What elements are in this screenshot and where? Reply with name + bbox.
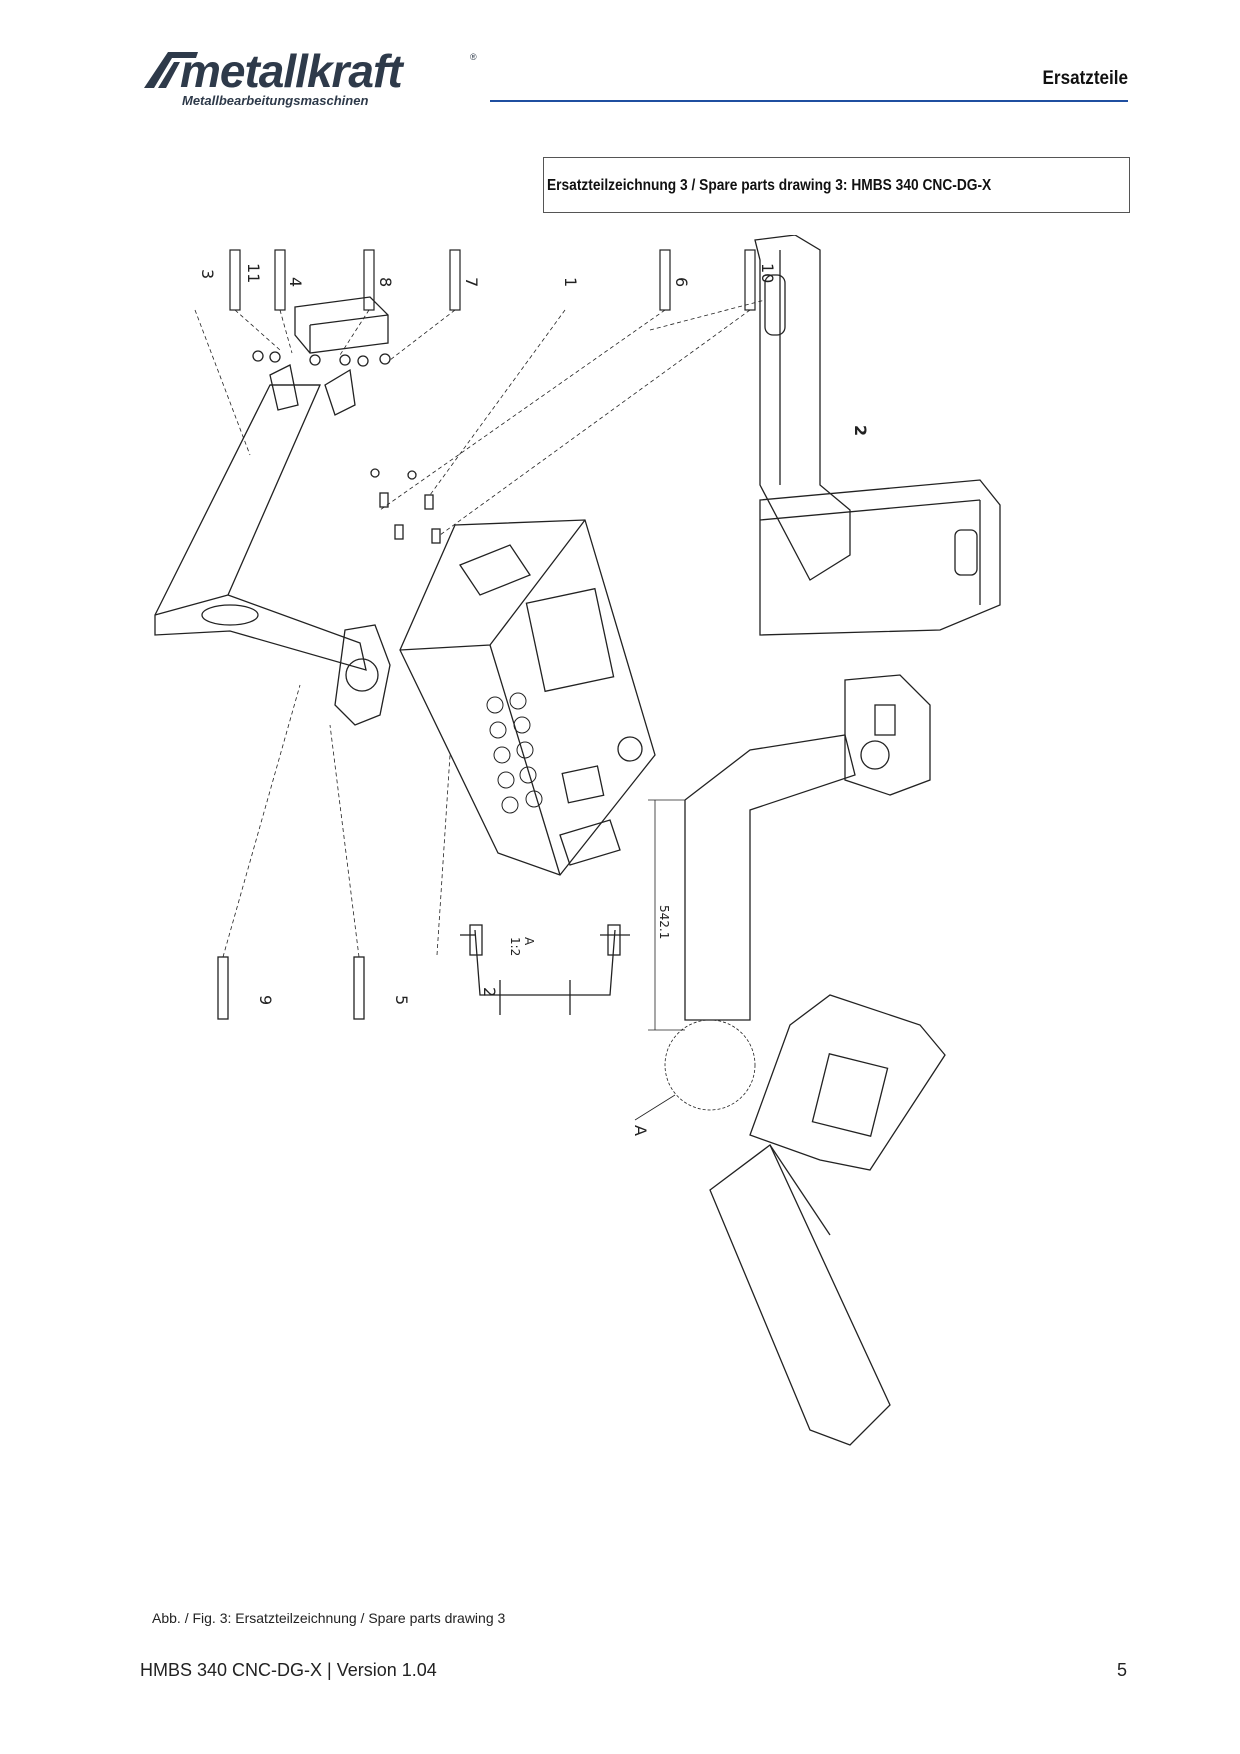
part-label-10: 10 [758,263,777,283]
arm-assembled-middle [684,674,931,1021]
screws [252,350,441,544]
detail-circle-a [664,1019,756,1111]
arm-exploded [154,364,391,726]
part-label-4: 4 [286,277,305,287]
logo-registered-mark: ® [470,52,477,62]
detail-a-view [460,924,630,1015]
mounting-bracket [294,296,389,354]
part-label-box-5 [353,956,365,1020]
drawing-title-box: Ersatzteilzeichnung 3 / Spare parts draw… [543,157,1130,213]
part-label-2-assembled: 2 [851,425,870,436]
part-label-7: 7 [462,277,481,287]
part-label-1: 1 [561,277,580,287]
logo-subtitle: Metallbearbeitungsmaschinen [182,93,369,108]
part-label-2-exploded: 2 [480,987,499,997]
control-panel-assembled-bottom [709,994,946,1446]
company-logo: metallkraft ® Metallbearbeitungsmaschine… [140,44,480,114]
dimension-value: 542.1 [657,905,671,939]
dimension-line [648,799,685,1031]
control-panel-exploded [399,519,656,876]
footer-document-version: HMBS 340 CNC-DG-X | Version 1.04 [140,1660,437,1680]
part-label-5: 5 [392,995,411,1005]
detail-label-a: A [631,1125,650,1136]
spare-parts-drawing: 11 4 8 7 1 6 10 3 9 5 2 2 [154,235,1001,1446]
header-divider [490,100,1128,102]
page-number: 5 [1116,1660,1127,1680]
logo-mark-icon [144,52,198,88]
part-label-3: 3 [198,269,217,279]
arm-assembled-top [754,235,1001,636]
part-label-6: 6 [672,277,691,287]
part-label-9: 9 [256,995,275,1005]
logo-wordmark: metallkraft [180,45,403,97]
figure-caption: Abb. / Fig. 3: Ersatzteilzeichnung / Spa… [152,1610,506,1626]
part-label-11: 11 [244,263,263,283]
part-label-box-9 [217,956,229,1020]
section-title: Ersatzteile [1042,68,1128,89]
part-label-8: 8 [376,277,395,287]
drawing-title: Ersatzteilzeichnung 3 / Spare parts draw… [547,177,992,194]
detail-scale: A1:2 [508,937,536,956]
leader-lines [194,299,766,958]
